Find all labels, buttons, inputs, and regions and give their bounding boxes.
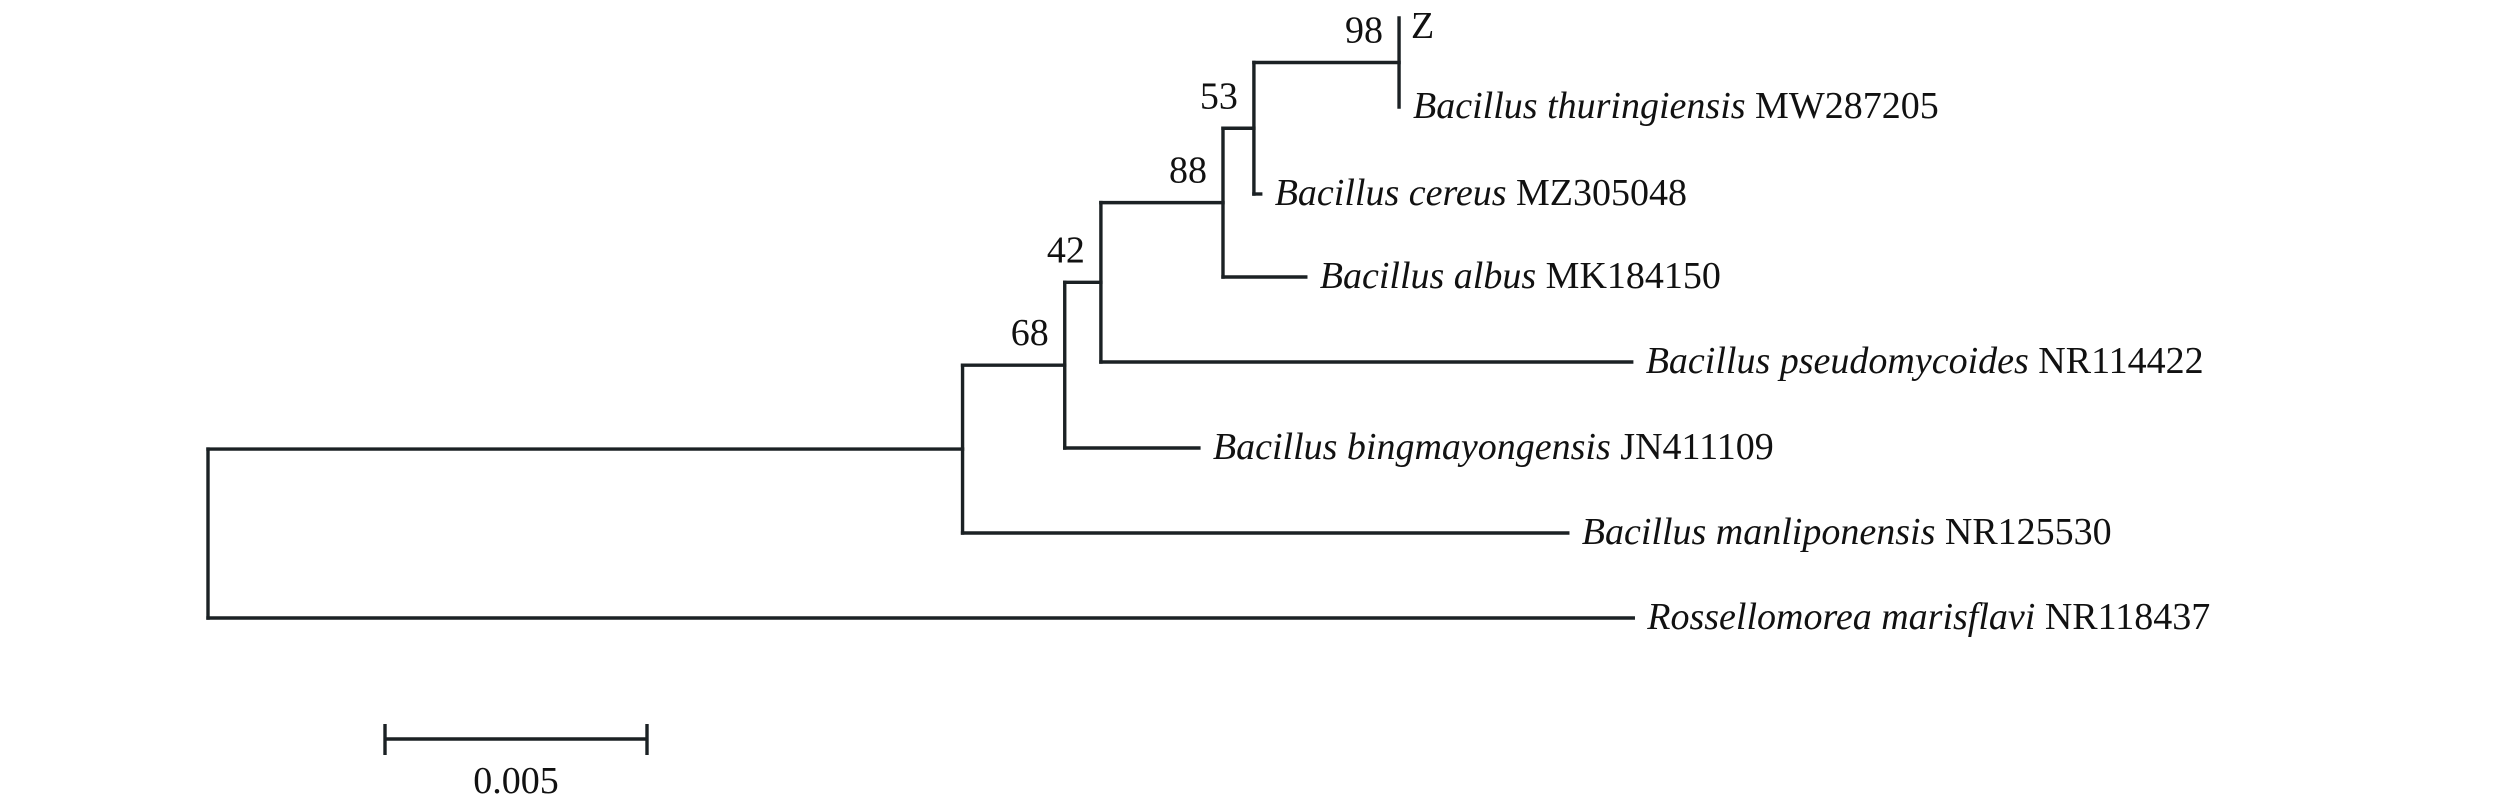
tree-branches [206,16,1635,620]
tip-label-thuringiensis: Bacillus thuringiensis MW287205 [1413,85,1939,127]
species-name: Bacillus cereus [1275,172,1516,214]
species-name: Rossellomorea marisflavi [1646,596,2045,638]
accession-number: MZ305048 [1516,172,1687,214]
accession-number: JN411109 [1620,426,1773,468]
tip-label-rossellomorea: Rossellomorea marisflavi NR118437 [1646,596,2210,638]
accession-number: MK184150 [1546,255,1721,297]
bootstrap-values: 68 42 88 53 98 [1011,10,1383,355]
accession-number: NR114422 [2038,340,2203,382]
bootstrap-node-53: 53 [1200,75,1238,117]
species-name: Bacillus pseudomycoides [1646,340,2039,382]
scale-bar-label: 0.005 [473,760,559,802]
species-name: Bacillus bingmayongensis [1213,426,1620,468]
tip-label-pseudomycoides: Bacillus pseudomycoides NR114422 [1646,340,2204,382]
scale-bar: 0.005 [383,724,649,802]
sample-label: Z [1411,5,1434,47]
tip-label-albus: Bacillus albus MK184150 [1320,255,1721,297]
bootstrap-node-68: 68 [1011,312,1049,354]
species-name: Bacillus manliponensis [1582,511,1945,553]
bootstrap-node-98: 98 [1345,10,1383,52]
species-name: Bacillus albus [1320,255,1546,297]
accession-number: NR118437 [2045,596,2210,638]
tip-label-z: Z [1411,5,1434,47]
tip-label-manliponensis: Bacillus manliponensis NR125530 [1582,511,2112,553]
tip-label-cereus: Bacillus cereus MZ305048 [1275,172,1687,214]
species-name: Bacillus thuringiensis [1413,85,1755,127]
accession-number: NR125530 [1945,511,2112,553]
bootstrap-node-42: 42 [1047,229,1085,271]
tip-label-bingmayongensis: Bacillus bingmayongensis JN411109 [1213,426,1774,468]
accession-number: MW287205 [1755,85,1939,127]
bootstrap-node-88: 88 [1169,150,1207,192]
